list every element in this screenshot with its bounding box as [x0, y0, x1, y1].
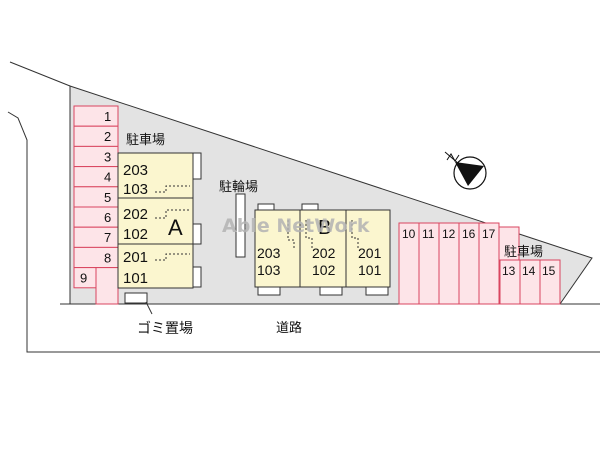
- unit-label: 102: [123, 226, 148, 243]
- unit-label: 101: [358, 262, 382, 278]
- building-b-balcony: [365, 286, 389, 296]
- building-b-body: [254, 209, 391, 288]
- parking-slot-number: 6: [104, 210, 111, 225]
- north-arrow-icon: [444, 151, 487, 190]
- parking-slot-number: 5: [104, 190, 111, 205]
- parking-slot-number: 2: [104, 129, 111, 144]
- watermark: Able NetWork: [222, 215, 370, 237]
- parking-slot-number: 16: [462, 227, 476, 241]
- unit-label: 202: [312, 245, 336, 261]
- parking-slot: [539, 259, 561, 305]
- parking-slot-number: 11: [422, 227, 435, 241]
- parking-slot: [73, 186, 119, 208]
- parking-slot: [95, 267, 119, 305]
- building-b-stair: [351, 220, 359, 248]
- unit-label: 201: [358, 245, 382, 261]
- unit-label: 202: [123, 206, 148, 223]
- building-b-stair: [305, 220, 313, 248]
- building-b-balcony: [319, 286, 343, 296]
- parking-slot-number: 4: [104, 170, 111, 185]
- parking-slot-number: 7: [104, 230, 111, 245]
- boundary-line-top: [9, 61, 71, 87]
- garbage-label: ゴミ置場: [137, 320, 193, 337]
- unit-label: 203: [257, 245, 281, 261]
- building-b-name: B: [318, 217, 331, 239]
- parking-slot-number: 1: [104, 109, 111, 124]
- parking-slot: [73, 206, 119, 228]
- unit-label: 103: [123, 181, 148, 198]
- building-a-stair: [155, 253, 190, 261]
- parking-slot-number: 14: [522, 264, 536, 278]
- parking-slot: [73, 246, 119, 269]
- building-a-stair: [155, 209, 190, 219]
- bicycle-parking: [235, 193, 246, 258]
- unit-label: 203: [123, 162, 148, 179]
- parking-slot-number: 15: [542, 264, 556, 278]
- parking-label-left: 駐車場: [126, 133, 165, 148]
- building-a-stair: [155, 185, 190, 193]
- parking-slot: [73, 125, 119, 147]
- parking-slot-number: 9: [80, 271, 87, 286]
- parking-slot-number: 10: [402, 227, 416, 241]
- unit-label: 103: [257, 262, 281, 278]
- building-a-name: A: [168, 215, 183, 240]
- parking-slot: [73, 105, 119, 127]
- building-b: B 203 202 201 103 102 101: [254, 203, 391, 296]
- parking-slot-number: 3: [104, 149, 111, 164]
- road-label: 道路: [276, 320, 302, 336]
- parking-slot: [73, 166, 119, 188]
- unit-label: 201: [123, 249, 148, 266]
- garbage-leader-line: [145, 301, 153, 315]
- unit-label: 101: [123, 270, 148, 287]
- garbage-area: [124, 292, 148, 304]
- building-a-balcony: [192, 223, 202, 245]
- building-b-stair: [287, 220, 295, 250]
- parking-slot-number: 12: [442, 227, 456, 241]
- parking-column-left: 1 2 3 4 5 6 7 8 9: [73, 105, 119, 305]
- bicycle-parking-label: 駐輪場: [219, 179, 258, 195]
- building-b-balcony: [257, 203, 275, 211]
- unit-label: 102: [312, 262, 336, 278]
- parking-slot-number: 17: [482, 227, 496, 241]
- building-b-balcony: [257, 286, 281, 296]
- parking-slot: [73, 226, 119, 248]
- building-a-body: [117, 152, 194, 289]
- parking-slot: [73, 145, 119, 168]
- building-a: 203 103 202 102 201 101 A: [117, 152, 202, 289]
- parking-area-right: 10 11 12 16 17 13 14 15: [398, 222, 561, 305]
- parking-label-right: 駐車場: [504, 245, 543, 260]
- building-b-balcony: [301, 203, 319, 211]
- building-a-balcony: [192, 152, 202, 180]
- building-a-balcony: [192, 266, 202, 288]
- parking-slot-number: 13: [502, 264, 516, 278]
- boundary-line-left: [7, 111, 600, 353]
- parking-slot-number: 8: [104, 250, 111, 265]
